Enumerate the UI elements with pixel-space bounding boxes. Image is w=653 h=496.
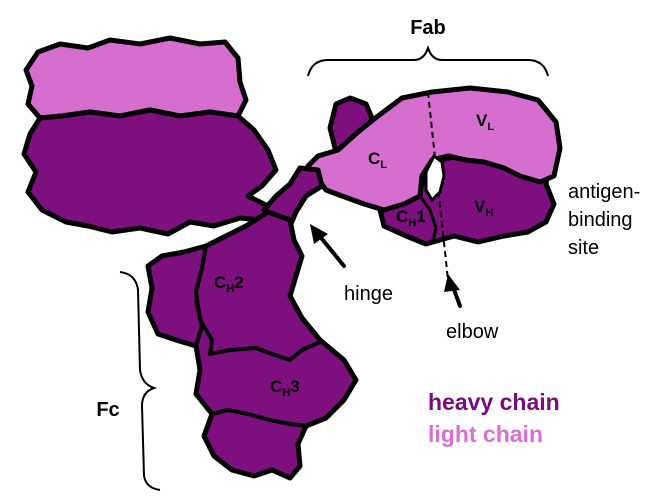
hinge-label: hinge xyxy=(344,283,393,305)
fc-label: Fc xyxy=(96,399,119,421)
legend-light-chain: light chain xyxy=(428,421,543,447)
antigen-label-line3: site xyxy=(568,237,599,259)
antigen-label-line2: binding xyxy=(568,209,633,231)
hinge-arrow xyxy=(310,224,344,266)
left-fab-heavy-chain xyxy=(24,110,276,234)
elbow-label: elbow xyxy=(446,321,499,343)
fab-bracket xyxy=(308,48,548,76)
elbow-arrow xyxy=(444,274,460,306)
antigen-label-line1: antigen- xyxy=(568,181,640,203)
legend-heavy-chain: heavy chain xyxy=(428,389,560,415)
left-fab-light-chain xyxy=(26,38,246,118)
fab-label: Fab xyxy=(410,17,446,39)
fc-region xyxy=(148,212,356,478)
